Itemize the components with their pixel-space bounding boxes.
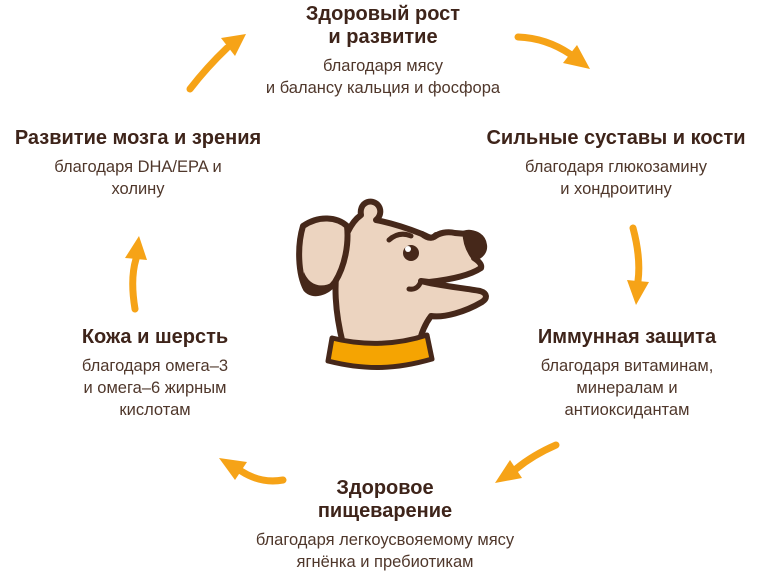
arrow-joints-to-immunity-icon — [627, 224, 649, 305]
benefit-subtitle-brain: благодаря DHA/EPA и холину — [54, 158, 222, 198]
benefit-subtitle-digestion: благодаря легкоусвояемому мясу ягнёнка и… — [255, 531, 515, 571]
dog-mouth-line — [406, 278, 424, 292]
benefit-node-skin: Кожа и шерсть благодаря омега–3 и омега–… — [49, 326, 261, 421]
arrow-brain-to-growth-icon — [186, 34, 246, 93]
benefit-node-brain: Развитие мозга и зрения благодаря DHA/EP… — [4, 127, 272, 200]
dog-nose — [462, 229, 485, 259]
arrow-immunity-to-digestion-icon — [495, 441, 560, 483]
dog-eyebrow — [386, 231, 414, 243]
benefit-title-joints: Сильные суставы и кости — [486, 127, 746, 149]
dog-collar — [325, 332, 435, 371]
benefit-title-immunity: Иммунная защита — [537, 326, 717, 348]
benefit-subtitle-joints: благодаря глюкозамину и хондроитину — [524, 158, 707, 198]
benefit-subtitle-skin: благодаря омега–3 и омега–6 жирным кисло… — [81, 357, 229, 419]
dog-ear-inner — [303, 272, 333, 293]
benefit-node-growth: Здоровый рост и развитие благодаря мясу … — [233, 3, 533, 99]
dog-ear — [296, 215, 351, 297]
benefit-title-skin: Кожа и шерсть — [81, 326, 229, 348]
arrow-skin-to-brain-icon — [125, 236, 147, 313]
dog-eye-highlight — [405, 246, 411, 252]
benefit-node-joints: Сильные суставы и кости благодаря глюкоз… — [482, 127, 750, 200]
dog-head-shape — [332, 198, 489, 347]
arrow-digestion-to-skin-icon — [219, 458, 287, 485]
benefit-title-digestion: Здоровое пищеварение — [317, 477, 453, 522]
dog-head-illustration — [296, 198, 489, 371]
benefit-title-brain: Развитие мозга и зрения — [14, 127, 262, 149]
benefit-subtitle-immunity: благодаря витаминам, минералам и антиокс… — [540, 357, 714, 419]
arrow-growth-to-joints-icon — [514, 33, 590, 69]
dog-snout-notch — [419, 231, 439, 241]
benefit-subtitle-growth: благодаря мясу и балансу кальция и фосфо… — [265, 57, 501, 97]
benefit-title-growth: Здоровый рост и развитие — [305, 3, 461, 48]
benefit-node-immunity: Иммунная защита благодаря витаминам, мин… — [521, 326, 733, 421]
dog-eye — [403, 245, 419, 261]
benefit-node-digestion: Здоровое пищеварение благодаря легкоусво… — [235, 477, 535, 573]
